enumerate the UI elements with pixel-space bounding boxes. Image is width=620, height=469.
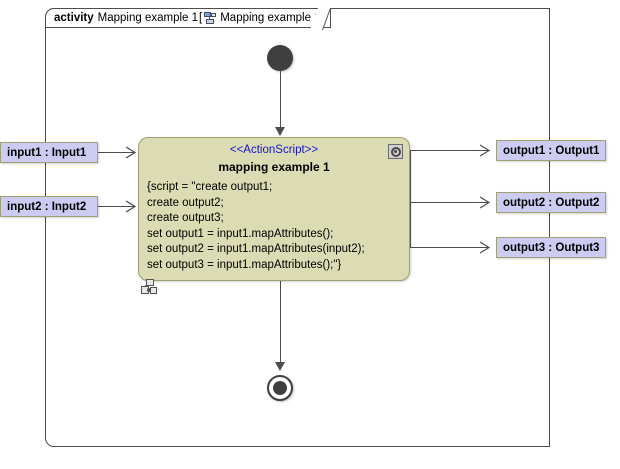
frame-bracket-open: [: [199, 12, 203, 24]
frame-bracket-label: Mapping example 1: [220, 12, 321, 24]
action-name: mapping example 1: [218, 160, 330, 174]
script-line: set output2 = input1.mapAttributes(input…: [147, 243, 365, 255]
action-node[interactable]: <<ActionScript>> mapping example 1 {scri…: [138, 137, 410, 281]
frame-keyword: activity: [54, 12, 94, 24]
edge-initial-to-action: [280, 71, 281, 127]
edge-branch-vertical-1: [410, 150, 411, 202]
edge-action-to-output2: [410, 202, 488, 203]
script-line: {script = "create output1;: [147, 181, 273, 193]
action-script-body: {script = "create output1; create output…: [139, 180, 409, 273]
edge-input1-to-action: [98, 152, 134, 153]
input-pin-2-label: input2 : Input2: [7, 200, 87, 213]
script-line: set output3 = input1.mapAttributes();"}: [147, 258, 342, 271]
edge-input2-to-action: [98, 206, 134, 207]
script-line: set output1 = input1.mapAttributes();: [147, 227, 334, 240]
script-line: create output2;: [147, 196, 224, 209]
output-pin-2-label: output2 : Output2: [503, 196, 600, 209]
structured-activity-node-icon: [141, 279, 158, 295]
output-pin-3-label: output3 : Output3: [503, 241, 600, 254]
output-pin-1-label: output1 : Output1: [503, 144, 600, 157]
edge-branch-vertical-2: [410, 202, 411, 247]
edge-action-to-output3: [410, 247, 488, 248]
script-line: create output3;: [147, 212, 224, 224]
output-pin-3[interactable]: output3 : Output3: [496, 237, 606, 258]
output-pin-2[interactable]: output2 : Output2: [496, 192, 606, 213]
stereotype-applied-icon[interactable]: [388, 144, 403, 159]
output-pin-1[interactable]: output1 : Output1: [496, 140, 606, 161]
action-stereotype: <<ActionScript>>: [229, 144, 319, 156]
activity-final-node: [267, 375, 293, 401]
edge-action-to-output1: [410, 150, 488, 151]
input-pin-1[interactable]: input1 : Input1: [0, 142, 98, 163]
activity-frame-header: activity Mapping example 1 [ Mapping exa…: [45, 8, 331, 30]
initial-node: [267, 45, 293, 71]
input-pin-1-label: input1 : Input1: [7, 146, 87, 159]
input-pin-2[interactable]: input2 : Input2: [0, 196, 98, 217]
frame-title: Mapping example 1: [97, 12, 199, 24]
edge-action-to-final: [280, 281, 281, 369]
activity-diagram-icon: [204, 11, 217, 25]
